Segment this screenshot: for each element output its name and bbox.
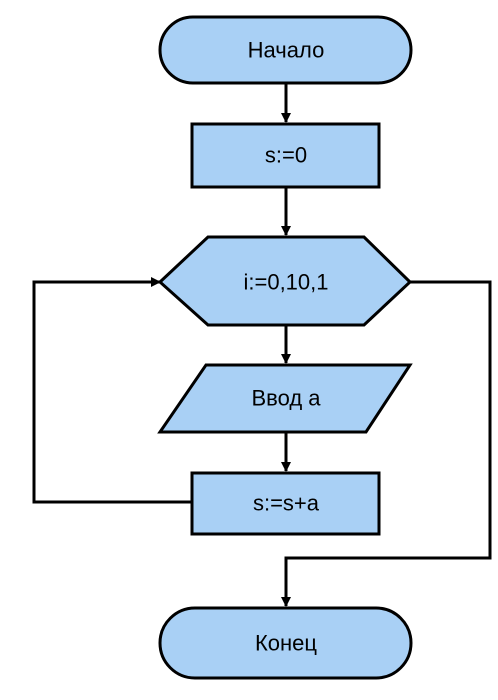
accumulate-shape bbox=[190, 471, 381, 536]
input-label: Ввод а bbox=[251, 386, 321, 411]
accumulate-label: s:=s+a bbox=[253, 491, 320, 516]
end-node: Конец bbox=[158, 606, 413, 680]
arrow-loop-exit bbox=[281, 280, 492, 607]
arrow-loop-back bbox=[32, 277, 192, 504]
start-shape bbox=[158, 15, 413, 85]
start-label: Начало bbox=[248, 38, 325, 63]
init-label: s:=0 bbox=[265, 143, 307, 168]
start-node: Начало bbox=[158, 15, 413, 85]
end-shape bbox=[158, 606, 413, 680]
end-label: Конец bbox=[255, 631, 317, 656]
init-shape bbox=[190, 122, 381, 189]
loop-shape bbox=[157, 235, 413, 327]
loop-node: i:=0,10,1 bbox=[157, 235, 413, 327]
init-node: s:=0 bbox=[190, 122, 381, 189]
loop-label: i:=0,10,1 bbox=[243, 270, 328, 295]
accumulate-node: s:=s+a bbox=[190, 471, 381, 536]
connectors bbox=[32, 83, 492, 607]
input-node: Ввод а bbox=[157, 363, 413, 434]
input-shape bbox=[157, 363, 413, 434]
